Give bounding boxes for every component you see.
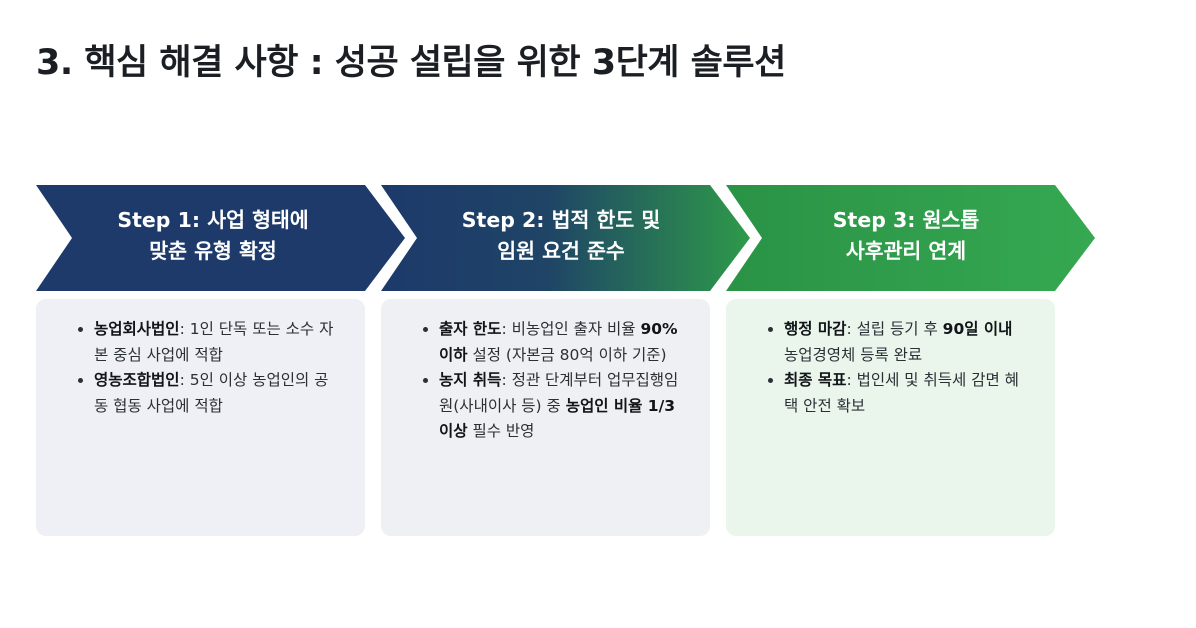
step-3-title-line2: 사후관리 연계 (845, 239, 967, 263)
bullet-text: 설정 (자본금 80억 이하 기준) (467, 345, 667, 364)
step-2-card: 출자 한도: 비농업인 출자 비율 90% 이하 설정 (자본금 80억 이하 … (381, 299, 710, 536)
bullet-text: : 설립 등기 후 (846, 320, 943, 338)
step-3-bullet-list: 행정 마감: 설립 등기 후 90일 이내 농업경영체 등록 완료 최종 목표:… (766, 317, 1031, 419)
bullet-keyword: 행정 마감 (784, 320, 847, 338)
bullet-keyword: 출자 한도 (439, 320, 502, 338)
bullet-keyword: 농업회사법인 (94, 320, 180, 338)
bullet-text: 농업경영체 등록 완료 (784, 345, 923, 364)
list-item: 출자 한도: 비농업인 출자 비율 90% 이하 설정 (자본금 80억 이하 … (439, 317, 686, 368)
step-2-title-line1: Step 2: 법적 한도 및 (461, 208, 661, 232)
step-1-card: 농업회사법인: 1인 단독 또는 소수 자본 중심 사업에 적합 영농조합법인:… (36, 299, 365, 536)
list-item: 농업회사법인: 1인 단독 또는 소수 자본 중심 사업에 적합 (94, 317, 341, 368)
step-3-arrow (726, 185, 1095, 291)
step-2-arrow (381, 185, 750, 291)
bullet-text: : 5인 이상 농업인의 공동 협동 사업에 적합 (94, 371, 329, 415)
step-1-title-line1: Step 1: 사업 형태에 (117, 208, 309, 232)
step-3-title-line1: Step 3: 원스톱 (832, 208, 980, 232)
list-item: 최종 목표: 법인세 및 취득세 감면 혜택 안전 확보 (784, 368, 1031, 419)
step-1-bullet-list: 농업회사법인: 1인 단독 또는 소수 자본 중심 사업에 적합 영농조합법인:… (76, 317, 341, 419)
bullet-highlight: 90일 이내 (942, 320, 1013, 338)
bullet-text: : 법인세 및 취득세 감면 혜택 안전 확보 (784, 371, 1019, 415)
step-2-title: Step 2: 법적 한도 및 임원 요건 준수 (411, 205, 711, 267)
bullet-highlight: 90% 이하 (439, 320, 678, 364)
step-1-title-line2: 맞춘 유형 확정 (149, 239, 277, 263)
step-2-title-line2: 임원 요건 준수 (497, 239, 625, 263)
step-1-arrow (36, 185, 405, 291)
bullet-text: : 1인 단독 또는 소수 자본 중심 사업에 적합 (94, 320, 334, 364)
step-2-bullet-list: 출자 한도: 비농업인 출자 비율 90% 이하 설정 (자본금 80억 이하 … (421, 317, 686, 445)
step-1-title: Step 1: 사업 형태에 맞춘 유형 확정 (63, 205, 363, 267)
bullet-text: : 비농업인 출자 비율 (501, 320, 641, 338)
page-title: 3. 핵심 해결 사항 : 성공 설립을 위한 3단계 솔루션 (36, 43, 786, 83)
list-item: 행정 마감: 설립 등기 후 90일 이내 농업경영체 등록 완료 (784, 317, 1031, 368)
bullet-text: : 정관 단계부터 업무집행임원(사내이사 등) 중 (439, 371, 679, 415)
step-3-card: 행정 마감: 설립 등기 후 90일 이내 농업경영체 등록 완료 최종 목표:… (726, 299, 1055, 536)
step-3-title: Step 3: 원스톱 사후관리 연계 (756, 205, 1056, 267)
bullet-keyword: 영농조합법인 (94, 371, 180, 389)
list-item: 농지 취득: 정관 단계부터 업무집행임원(사내이사 등) 중 농업인 비율 1… (439, 368, 686, 445)
bullet-text: 필수 반영 (467, 422, 535, 440)
bullet-highlight: 농업인 비율 1/3 이상 (439, 396, 676, 441)
list-item: 영농조합법인: 5인 이상 농업인의 공동 협동 사업에 적합 (94, 368, 341, 419)
bullet-keyword: 농지 취득 (439, 371, 502, 389)
bullet-keyword: 최종 목표 (784, 371, 847, 389)
